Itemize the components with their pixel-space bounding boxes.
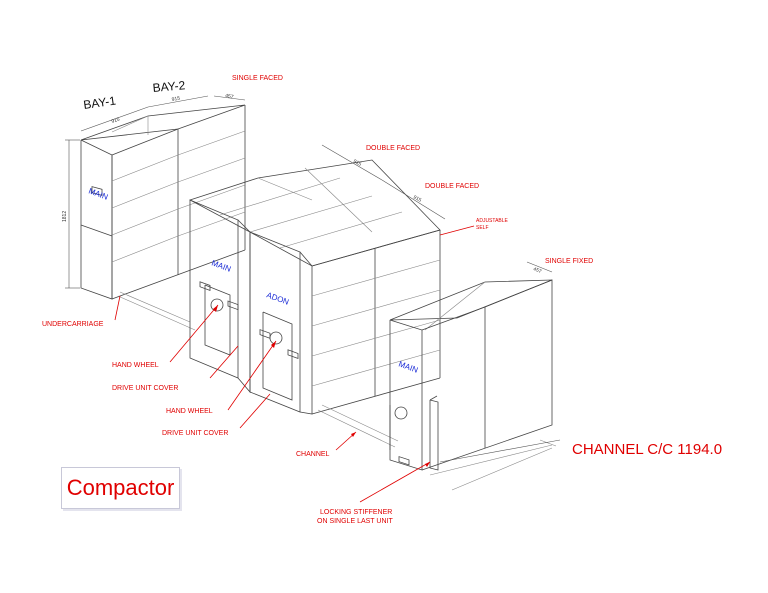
unit-tags: MAIN MAIN ADON MAIN [87,186,419,374]
hand-wheel-label-1: HAND WHEEL [112,362,159,369]
bay-2-label: BAY-2 [152,78,186,95]
leader-lines [114,225,475,503]
drawing-title: Compactor [66,475,175,500]
double-faced-label-2: DOUBLE FACED [425,183,479,190]
main-tag-2: MAIN [210,258,232,273]
single-fixed-unit [389,261,561,491]
dim-depth-fixed: 457 [532,266,542,275]
dim-height: 1812 [62,211,68,222]
adjustable-label: ADJUSTABLE [476,218,509,224]
channel-cc-label: CHANNEL C/C 1194.0 [572,441,722,458]
hand-wheel-label-2: HAND WHEEL [166,408,213,415]
dimension-values: 915 915 457 1812 915 915 457 [62,93,542,275]
double-faced-label-1: DOUBLE FACED [366,145,420,152]
addon-tag: ADON [265,290,290,306]
double-faced-units [188,144,446,448]
locking-stiffener-label-1: LOCKING STIFFENER [320,509,392,516]
single-fixed-label: SINGLE FIXED [545,258,593,265]
dim-double-width-2: 915 [412,194,422,203]
self-label: SELF [476,225,489,231]
main-tag-1: MAIN [87,186,109,201]
main-tag-3: MAIN [397,359,419,374]
bay-1-label: BAY-1 [82,94,117,112]
drive-unit-cover-label-1: DRIVE UNIT COVER [112,385,178,392]
undercarriage-label: UNDERCARRIAGE [42,321,104,328]
dim-depth-single: 457 [225,93,234,100]
single-faced-unit [65,95,246,331]
dim-bay-width-2: 915 [171,96,180,103]
locking-stiffener-label-2: ON SINGLE LAST UNIT [317,518,393,525]
single-faced-label: SINGLE FACED [232,75,283,82]
annotation-labels: BAY-1 BAY-2 SINGLE FACED DOUBLE FACED DO… [42,75,722,525]
drive-unit-cover-label-2: DRIVE UNIT COVER [162,430,228,437]
dim-bay-width-1: 915 [111,117,121,125]
channel-label: CHANNEL [296,451,330,458]
title-box: Compactor [61,467,180,509]
dim-double-width-1: 915 [352,158,362,167]
